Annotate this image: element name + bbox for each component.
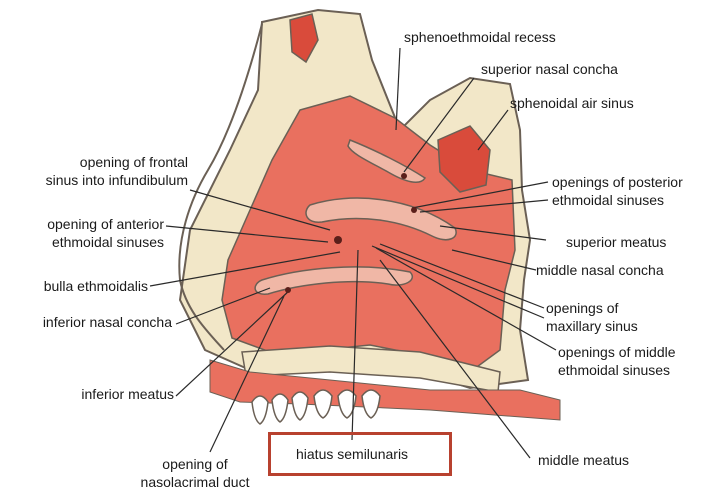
label-bulla-ethmoidalis: bulla ethmoidalis xyxy=(20,278,148,295)
label-superior-nasal-concha: superior nasal concha xyxy=(481,61,618,78)
label-opening-anterior-ethmoidal-1: opening of anterior xyxy=(20,216,164,233)
label-hiatus-semilunaris: hiatus semilunaris xyxy=(296,446,408,463)
label-openings-middle-ethmoidal-2: ethmoidal sinuses xyxy=(558,362,670,379)
label-openings-posterior-ethmoidal-2: ethmoidal sinuses xyxy=(552,192,664,209)
label-inferior-meatus: inferior meatus xyxy=(20,386,174,403)
label-openings-middle-ethmoidal-1: openings of middle xyxy=(558,344,676,361)
label-opening-frontal-sinus-2: sinus into infundibulum xyxy=(20,172,188,189)
label-openings-posterior-ethmoidal-1: openings of posterior xyxy=(552,174,683,191)
label-opening-anterior-ethmoidal-2: ethmoidal sinuses xyxy=(20,234,164,251)
label-sphenoethmoidal-recess: sphenoethmoidal recess xyxy=(404,29,556,46)
label-openings-maxillary-1: openings of xyxy=(546,300,618,317)
label-opening-frontal-sinus-1: opening of frontal xyxy=(20,154,188,171)
label-openings-maxillary-2: maxillary sinus xyxy=(546,318,638,335)
label-inferior-nasal-concha: inferior nasal concha xyxy=(20,314,172,331)
label-opening-nasolacrimal-1: opening of xyxy=(130,456,260,473)
label-sphenoidal-air-sinus: sphenoidal air sinus xyxy=(510,95,634,112)
label-middle-nasal-concha: middle nasal concha xyxy=(536,262,664,279)
label-middle-meatus: middle meatus xyxy=(538,452,629,469)
label-opening-nasolacrimal-2: nasolacrimal duct xyxy=(130,474,260,491)
label-superior-meatus: superior meatus xyxy=(566,234,666,251)
